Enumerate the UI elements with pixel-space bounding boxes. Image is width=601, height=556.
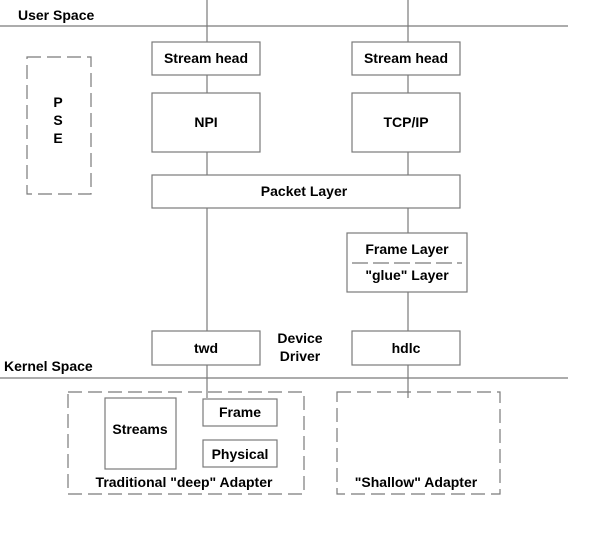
user-space-label: User Space xyxy=(18,7,94,23)
tcpip-label: TCP/IP xyxy=(383,114,428,130)
packet-layer-label: Packet Layer xyxy=(261,183,348,199)
frame-label: Frame xyxy=(219,404,261,420)
twd-box xyxy=(151,330,261,366)
streams-box xyxy=(104,397,177,470)
twd-label: twd xyxy=(194,340,218,356)
device-driver-label-line1: Device xyxy=(277,330,322,346)
pse-letter-e: E xyxy=(53,130,62,146)
streams-label: Streams xyxy=(112,421,167,437)
deep-adapter-box xyxy=(67,391,305,495)
shallow-adapter-box xyxy=(336,391,501,495)
npi-box xyxy=(151,92,261,153)
left-stream-head-label: Stream head xyxy=(164,50,248,66)
deep-adapter-caption: Traditional "deep" Adapter xyxy=(96,474,273,490)
hdlc-box xyxy=(351,330,461,366)
shallow-adapter-caption: "Shallow" Adapter xyxy=(355,474,478,490)
packet-layer-box xyxy=(151,174,461,209)
device-driver-label-line2: Driver xyxy=(280,348,321,364)
left-stream-head-box xyxy=(151,41,261,76)
right-stream-head-box xyxy=(351,41,461,76)
right-stream-head-label: Stream head xyxy=(364,50,448,66)
kernel-space-label: Kernel Space xyxy=(4,358,93,374)
glue-layer-label: "glue" Layer xyxy=(365,267,449,283)
npi-label: NPI xyxy=(194,114,217,130)
physical-box xyxy=(202,439,278,468)
frame-layer-label: Frame Layer xyxy=(365,241,449,257)
tcpip-box xyxy=(351,92,461,153)
pse-box xyxy=(26,56,92,195)
pse-letter-p: P xyxy=(53,94,62,110)
pse-letter-s: S xyxy=(53,112,62,128)
physical-label: Physical xyxy=(212,446,269,462)
hdlc-label: hdlc xyxy=(392,340,421,356)
frame-box xyxy=(202,398,278,427)
